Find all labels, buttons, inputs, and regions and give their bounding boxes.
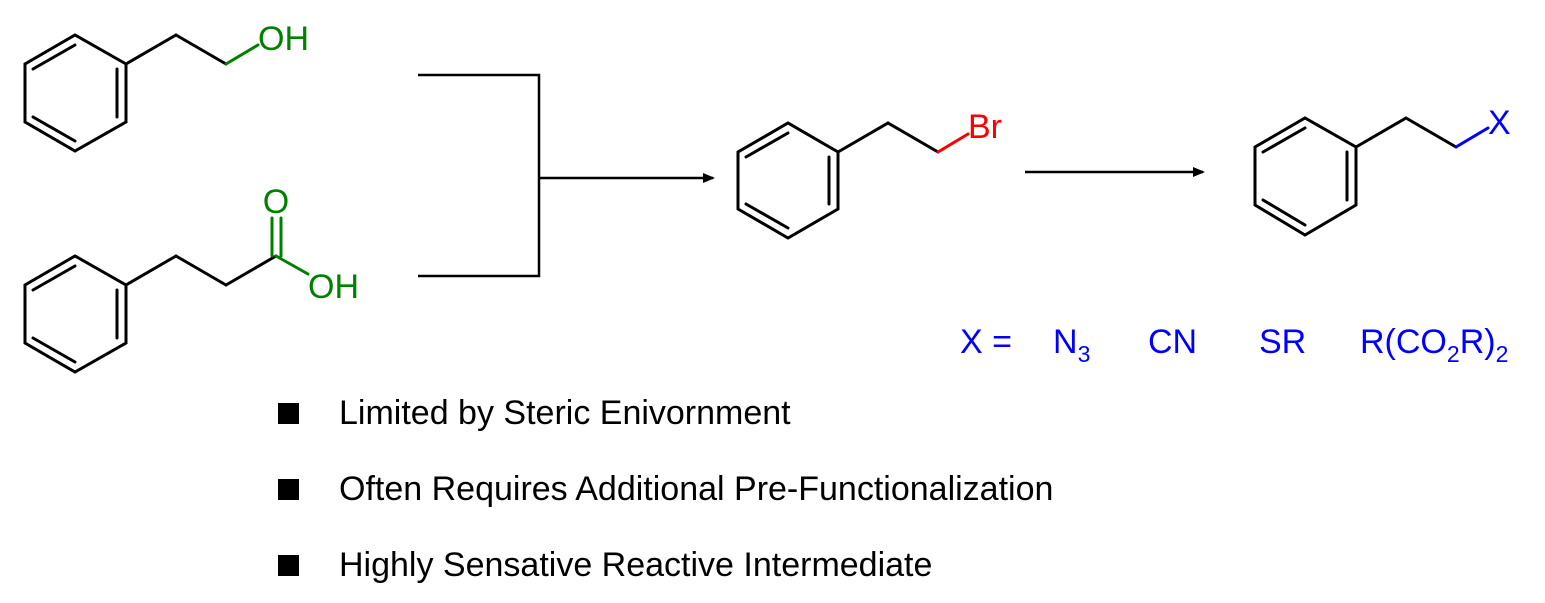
bond-c2 [174, 33, 228, 66]
acid-hydroxyl-label: OH [308, 268, 359, 306]
bond-c1 [124, 33, 178, 66]
bullet-item: Often Requires Additional Pre-Functional… [278, 451, 1053, 527]
bond-c-x [1454, 126, 1490, 149]
bromine-label: Br [968, 108, 1002, 146]
bullet-square-icon [278, 402, 299, 424]
bullet-item: Highly Sensative Reactive Intermediate [278, 527, 1053, 603]
bond-c1 [1354, 116, 1408, 149]
bond-c2 [1404, 116, 1458, 149]
bond-c-br [936, 132, 970, 154]
x-option-azide: N3 [1053, 323, 1090, 367]
x-equals-label: X = [960, 323, 1012, 361]
benzene-ring [23, 33, 128, 153]
bullet-square-icon [278, 554, 299, 576]
x-option-thioether: SR [1259, 323, 1306, 361]
x-option-malonate: R(CO2R)2 [1360, 323, 1508, 367]
bullet-item: Limited by Steric Enivornment [278, 375, 1053, 451]
bond-c1 [836, 121, 890, 154]
converging-arrow [418, 73, 715, 278]
bond-c2 [886, 121, 940, 154]
bond-c1 [124, 254, 178, 287]
benzene-ring [23, 254, 128, 374]
x-label: X [1488, 104, 1511, 142]
reaction-scheme: OH O OH Br [23, 20, 1511, 374]
benzene-ring [1253, 116, 1358, 237]
x-definition: X = N3 CN SR R(CO2R)2 [960, 323, 1508, 367]
bullet-text: Limited by Steric Enivornment [339, 393, 791, 432]
bullet-square-icon [278, 478, 299, 500]
c-oh-bond [274, 254, 310, 276]
reactant-acid: O OH [23, 183, 359, 374]
bond-c-o [224, 43, 260, 66]
bond-c2 [174, 254, 228, 287]
hydroxyl-label: OH [258, 20, 309, 58]
bullet-list: Limited by Steric Enivornment Often Requ… [278, 375, 1053, 603]
x-option-cyano: CN [1148, 323, 1197, 361]
reactant-alcohol: OH [23, 20, 309, 153]
intermediate-bromide: Br [736, 108, 1002, 240]
bullet-text: Often Requires Additional Pre-Functional… [339, 469, 1054, 508]
product: X [1253, 104, 1511, 237]
carbonyl-oxygen-label: O [263, 183, 289, 221]
bullet-text: Highly Sensative Reactive Intermediate [339, 545, 933, 584]
bond-c3 [224, 254, 278, 287]
benzene-ring [736, 121, 840, 240]
